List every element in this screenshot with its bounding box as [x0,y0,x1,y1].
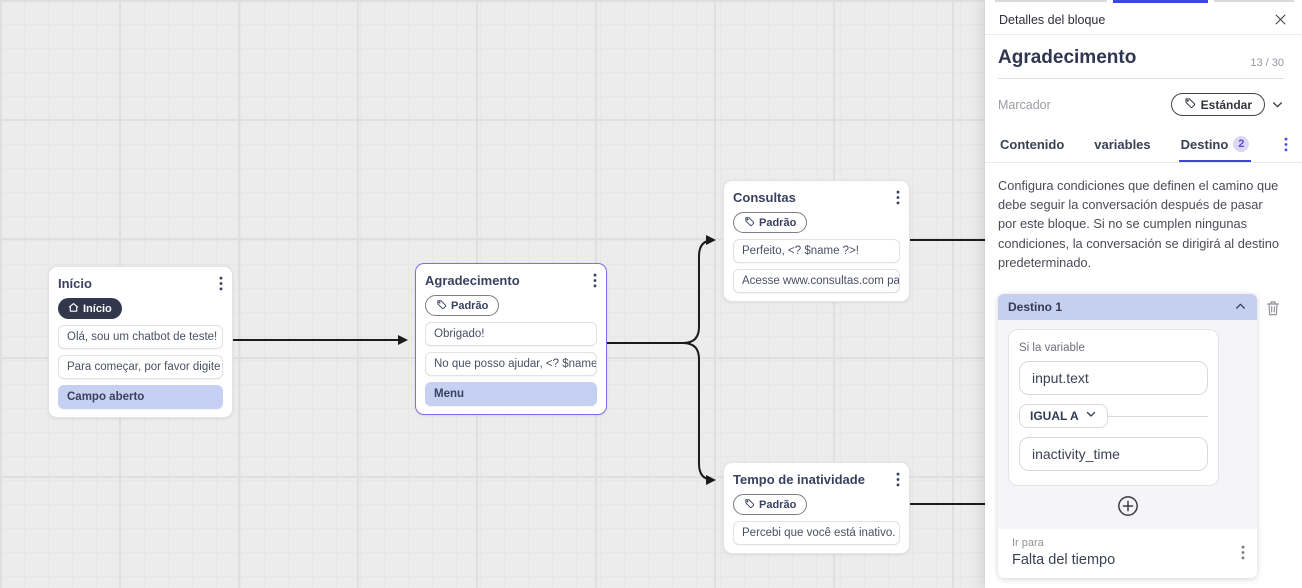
flow-node-inicio[interactable]: Início Início Olá, sou um chatbot de tes… [48,266,233,418]
active-tab-indicator [1113,0,1208,3]
kebab-menu-icon[interactable] [896,190,900,205]
flow-node-tempo-inatividade[interactable]: Tempo de inatividade Padrão Percebi que … [723,462,910,554]
chevron-down-icon [1085,408,1097,423]
message-item[interactable]: Perfeito, <? $name ?>! [733,239,900,263]
kebab-menu-icon[interactable] [593,273,597,288]
panel-title: Detalles del bloque [999,12,1106,27]
message-item[interactable]: No que posso ajudar, <? $name ... [425,352,597,376]
node-title: Início [58,276,92,291]
marker-label: Marcador [998,97,1051,112]
chevron-up-icon[interactable] [1234,300,1247,313]
variable-input[interactable] [1019,360,1208,395]
connector-agradecimento-consultas [607,235,716,344]
tag-icon [744,498,755,512]
tag-icon [744,216,755,230]
panel-tabs: Contenido variables Destino 2 [985,130,1302,163]
home-icon [68,302,79,316]
chevron-down-icon[interactable] [1271,98,1284,111]
kebab-menu-icon[interactable] [896,472,900,487]
marker-chip-label: Estándar [1200,97,1252,112]
goto-value: Falta del tiempo [1012,551,1116,568]
action-item[interactable]: Menu [425,382,597,406]
goto-label: Ir para [1012,536,1044,549]
goto-row[interactable]: Ir para Falta del tiempo [998,528,1257,578]
node-badge-label: Padrão [451,299,489,312]
tab-contenido[interactable]: Contenido [1000,137,1065,152]
kebab-menu-icon[interactable] [219,276,223,291]
destination-card: Destino 1 Si la variable IGUAL A [998,293,1257,578]
block-name-field[interactable]: Agradecimento [998,47,1137,68]
divider [1019,415,1208,417]
condition-card: Si la variable IGUAL A [1008,328,1219,486]
flow-node-agradecimento[interactable]: Agradecimento Padrão Obrigado! No que po… [415,263,607,415]
tab-destino[interactable]: Destino 2 [1178,130,1252,162]
node-title: Tempo de inatividade [733,472,865,487]
message-item[interactable]: Acesse www.consultas.com par... [733,269,900,293]
tabs-kebab-menu-icon[interactable] [1284,137,1288,152]
node-badge-padrao: Padrão [733,494,808,515]
destination-header[interactable]: Destino 1 [998,293,1257,320]
tag-icon [436,299,447,313]
node-badge-padrao: Padrão [733,212,808,233]
message-item[interactable]: Olá, sou um chatbot de teste! [58,325,223,349]
destination-description: Configura condiciones que definen el cam… [998,178,1279,270]
tab-variables[interactable]: variables [1094,137,1151,152]
node-badge-padrao: Padrão [425,295,500,316]
goto-kebab-menu-icon[interactable] [1241,545,1245,560]
destino-count-badge: 2 [1233,136,1250,152]
operator-select[interactable]: IGUAL A [1019,403,1108,428]
action-item[interactable]: Campo aberto [58,385,223,409]
compare-value-input[interactable] [1019,436,1208,471]
char-counter: 13 / 30 [1250,57,1284,69]
connector-agradecimento-tempo [607,342,716,485]
trash-icon[interactable] [1265,294,1284,322]
node-badge-label: Padrão [759,216,797,229]
message-item[interactable]: Obrigado! [425,322,597,346]
node-badge-label: Padrão [759,498,797,511]
message-item[interactable]: Percebi que você está inativo. C... [733,521,900,545]
tag-icon [1184,97,1196,112]
condition-label: Si la variable [1019,341,1085,354]
tabbar-remnant [985,0,1302,4]
block-details-panel: Detalles del bloque Agradecimento 13 / 3… [985,0,1302,588]
marker-chip[interactable]: Estándar [1170,93,1265,116]
destination-title: Destino 1 [1008,299,1063,314]
close-icon[interactable] [1273,12,1288,27]
add-condition-icon[interactable] [1117,495,1139,517]
node-badge-inicio: Início [58,298,122,319]
node-badge-label: Início [83,302,112,315]
node-title: Agradecimento [425,273,520,288]
node-title: Consultas [733,190,796,205]
message-item[interactable]: Para começar, por favor digite o ... [58,355,223,379]
flow-node-consultas[interactable]: Consultas Padrão Perfeito, <? $name ?>! … [723,180,910,302]
